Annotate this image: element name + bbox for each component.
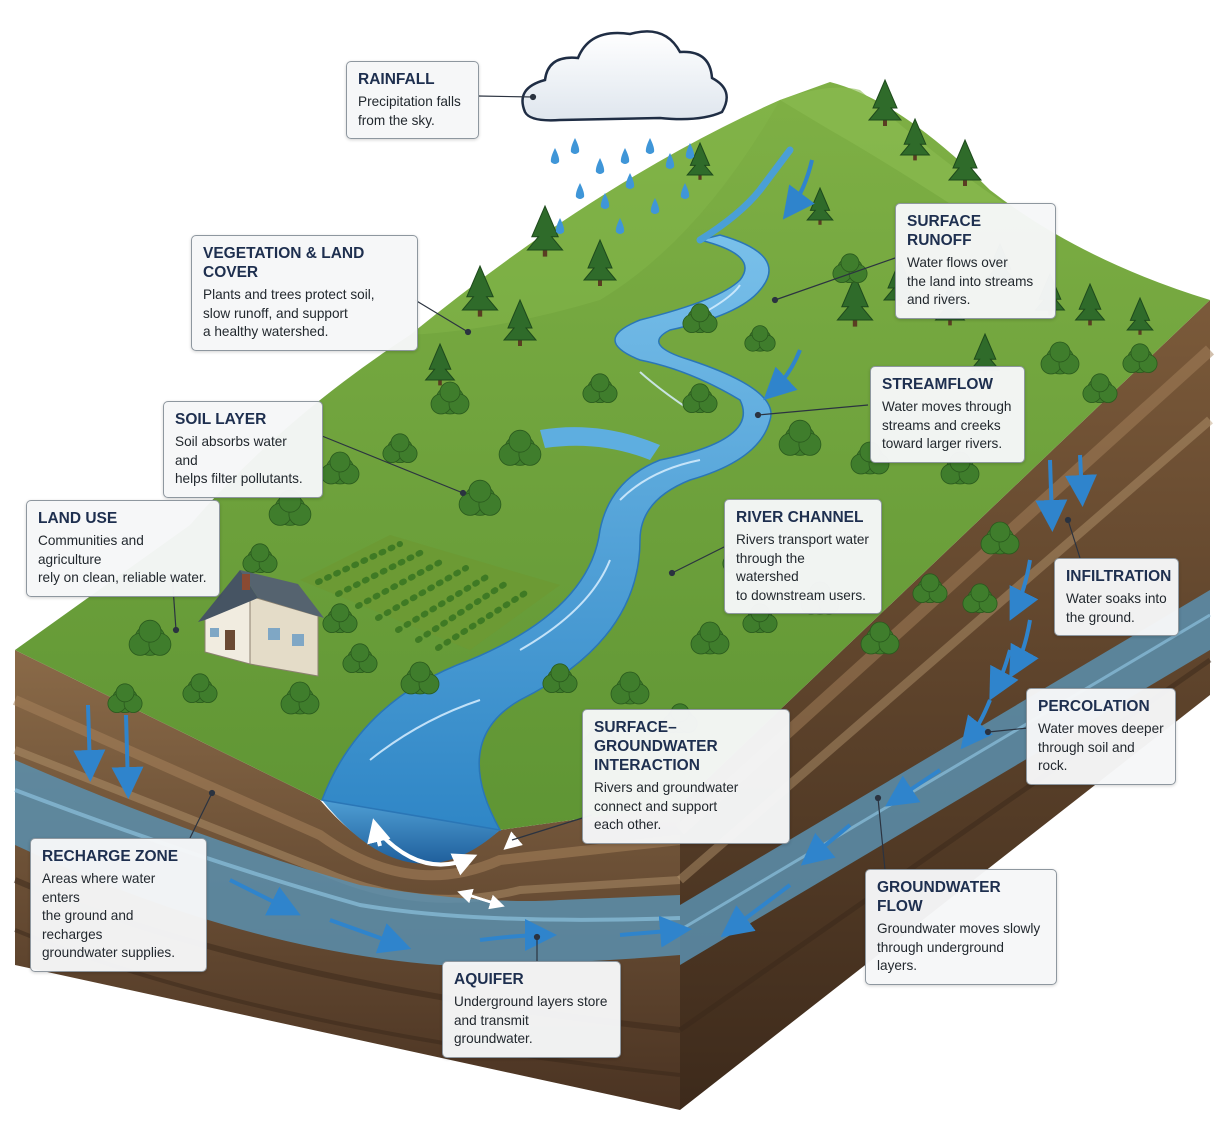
infiltration-text: Water soaks into the ground.: [1066, 591, 1167, 625]
rain-drops: [550, 138, 695, 234]
round-tree: [1122, 343, 1158, 374]
surface-runoff-callout: SURFACE RUNOFF Water flows over the land…: [895, 203, 1056, 319]
round-tree: [690, 621, 730, 655]
round-tree: [582, 373, 618, 404]
recharge-zone-callout: RECHARGE ZONE Areas where water enters t…: [30, 838, 207, 972]
aquifer-title: AQUIFER: [454, 971, 524, 988]
river-channel-callout: RIVER CHANNEL Rivers transport water thr…: [724, 499, 882, 615]
groundwater-band: [680, 590, 1210, 965]
percolation-text: Water moves deeper through soil and rock…: [1038, 721, 1164, 774]
streamflow-title: STREAMFLOW: [882, 376, 994, 393]
round-tree: [744, 325, 776, 352]
land-use-title: LAND USE: [38, 510, 118, 527]
round-tree: [860, 621, 900, 655]
pine-tree: [502, 298, 538, 346]
round-tree: [682, 303, 718, 334]
round-tree: [778, 419, 822, 456]
round-tree: [430, 381, 470, 415]
round-tree: [1040, 341, 1080, 375]
rainfall-text: Precipitation falls from the sky.: [358, 94, 461, 128]
round-tree: [682, 383, 718, 414]
infiltration-callout: INFILTRATION Water soaks into the ground…: [1054, 558, 1179, 637]
round-tree: [940, 451, 980, 485]
soil-layer-text: Soil absorbs water and helps filter poll…: [175, 434, 303, 487]
house: [198, 570, 324, 677]
round-tree: [342, 643, 378, 674]
aquifer-callout: AQUIFER Underground layers store and tra…: [442, 961, 621, 1058]
percolation-title: PERCOLATION: [1038, 698, 1150, 715]
interaction-title: SURFACE–GROUNDWATER INTERACTION: [594, 719, 718, 774]
river-cross-section: [322, 800, 500, 864]
round-tree: [458, 479, 502, 516]
farm-field: [300, 535, 560, 651]
pine-tree: [461, 264, 499, 317]
vegetation-title: VEGETATION & LAND COVER: [203, 245, 365, 281]
round-tree: [962, 583, 998, 614]
round-tree: [182, 673, 218, 704]
groundwater-flow-callout: GROUNDWATER FLOW Groundwater moves slowl…: [865, 869, 1057, 985]
river-channel-title: RIVER CHANNEL: [736, 509, 864, 526]
round-tree: [107, 683, 143, 714]
pine-tree: [1126, 296, 1154, 335]
round-tree: [542, 663, 578, 694]
round-tree: [498, 429, 542, 466]
land-use-callout: LAND USE Communities and agriculture rel…: [26, 500, 220, 597]
land-use-text: Communities and agriculture rely on clea…: [38, 533, 207, 586]
streamflow-text: Water moves through streams and creeks t…: [882, 399, 1012, 452]
surface-runoff-text: Water flows over the land into streams a…: [907, 255, 1034, 308]
pine-tree: [686, 141, 714, 180]
groundwater-flow-title: GROUNDWATER FLOW: [877, 879, 1001, 915]
round-tree: [320, 451, 360, 485]
pine-tree: [836, 274, 874, 327]
vegetation-text: Plants and trees protect soil, slow runo…: [203, 287, 375, 340]
aquifer-text: Underground layers store and transmit gr…: [454, 994, 608, 1047]
pine-tree: [899, 117, 931, 161]
round-tree: [400, 661, 440, 695]
rainfall-callout: RAINFALL Precipitation falls from the sk…: [346, 61, 479, 140]
round-tree: [128, 619, 172, 656]
surface-groundwater-interaction-callout: SURFACE–GROUNDWATER INTERACTION Rivers a…: [582, 709, 790, 844]
round-tree: [912, 573, 948, 604]
soil-layer-title: SOIL LAYER: [175, 411, 267, 428]
pine-tree: [424, 342, 456, 386]
percolation-callout: PERCOLATION Water moves deeper through s…: [1026, 688, 1176, 785]
streamflow-callout: STREAMFLOW Water moves through streams a…: [870, 366, 1025, 463]
infiltration-title: INFILTRATION: [1066, 568, 1172, 585]
flow-arrows: [73, 159, 1097, 954]
recharge-zone-title: RECHARGE ZONE: [42, 848, 179, 865]
surface-runoff-title: SURFACE RUNOFF: [907, 213, 982, 249]
recharge-zone-text: Areas where water enters the ground and …: [42, 871, 175, 961]
pine-tree: [582, 238, 618, 286]
round-tree: [1082, 373, 1118, 404]
pine-tree: [526, 204, 564, 257]
rainfall-title: RAINFALL: [358, 71, 435, 88]
round-tree: [610, 671, 650, 705]
round-tree: [382, 433, 418, 464]
round-tree: [242, 543, 278, 574]
cloud: [521, 30, 728, 122]
round-tree: [980, 521, 1020, 555]
interaction-text: Rivers and groundwater connect and suppo…: [594, 780, 739, 833]
pine-tree: [867, 78, 903, 126]
aquifer-band: [15, 760, 680, 965]
soil-layer-callout: SOIL LAYER Soil absorbs water and helps …: [163, 401, 323, 498]
pine-tree: [947, 138, 983, 186]
river-channel-text: Rivers transport water through the water…: [736, 532, 869, 603]
pine-tree: [1074, 282, 1106, 326]
groundwater-flow-text: Groundwater moves slowly through undergr…: [877, 921, 1041, 974]
vegetation-callout: VEGETATION & LAND COVER Plants and trees…: [191, 235, 418, 351]
round-tree: [322, 603, 358, 634]
round-tree: [280, 681, 320, 715]
